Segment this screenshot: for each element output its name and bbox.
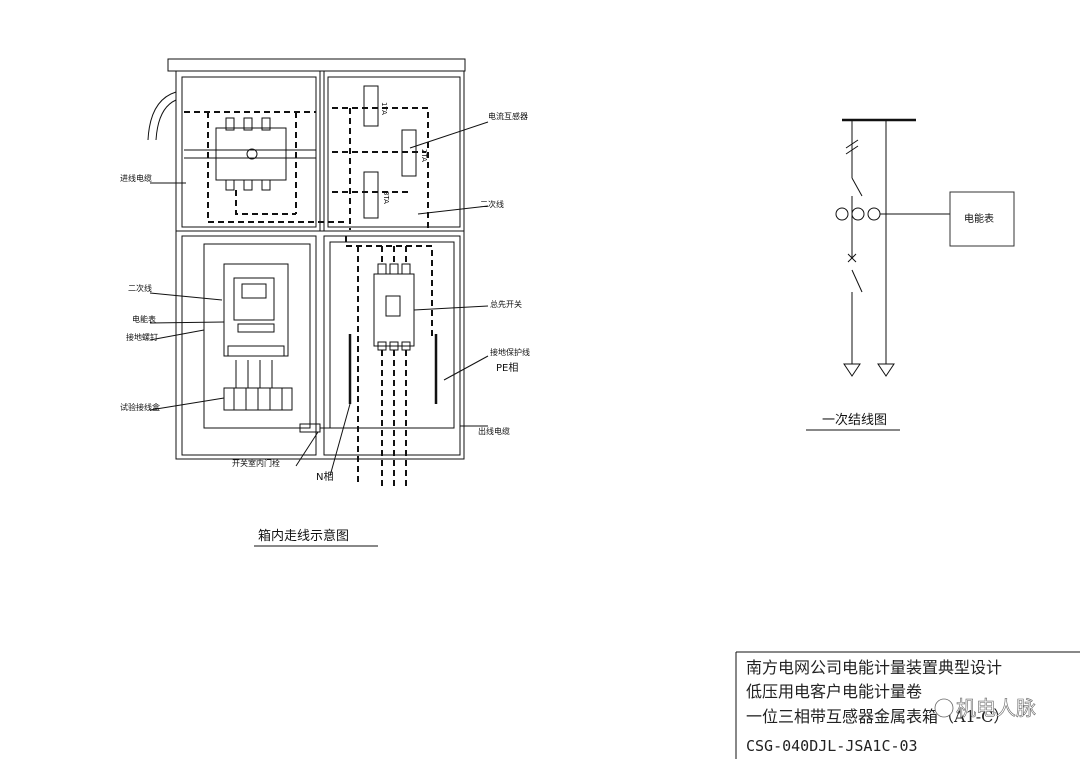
ct-box-1 <box>363 85 379 127</box>
label-secondary-line-left: 二次线 <box>128 283 152 293</box>
meter-panel <box>203 243 311 429</box>
wiring-diagram: 1TA 2TA 3TA <box>120 58 530 547</box>
ct-symbol-2 <box>851 207 865 221</box>
watermark: 机电人脉 <box>934 696 1036 720</box>
watermark-text: 机电人脉 <box>956 696 1036 720</box>
incoming-cable-curve <box>147 91 177 141</box>
energy-meter-box <box>949 191 1015 247</box>
label-energy-meter: 电能表 <box>132 314 156 324</box>
ct-symbol-1 <box>835 207 849 221</box>
main-breaker <box>373 273 415 347</box>
meter-compartment <box>181 235 317 456</box>
energy-meter-box-label: 电能表 <box>964 212 994 225</box>
ground-arrow-2 <box>877 363 895 377</box>
top-left-compartment <box>181 76 317 228</box>
label-n-bar: N相 <box>316 470 333 483</box>
ground-arrow-1 <box>843 363 861 377</box>
label-door-latch: 开关室内门栓 <box>232 458 280 468</box>
enclosure-roof <box>167 58 466 72</box>
label-incoming-cable: 进线电缆 <box>120 173 152 183</box>
label-ground-protection: 接地保护线 <box>490 347 530 357</box>
top-right-compartment <box>327 76 461 228</box>
label-pe-bar: PE相 <box>496 361 518 374</box>
label-secondary-line-top: 二次线 <box>480 199 504 209</box>
energy-meter-display <box>233 277 275 321</box>
title-line-4: CSG-040DJL-JSA1C-03 <box>746 737 918 755</box>
title-line-1: 南方电网公司电能计量装置典型设计 <box>746 658 1002 677</box>
wiring-diagram-caption: 箱内走线示意图 <box>258 528 349 544</box>
ct-symbol-3 <box>867 207 881 221</box>
label-ground-screw: 接地螺钉 <box>126 332 158 342</box>
label-test-terminal-box: 试验接线盒 <box>120 402 160 412</box>
title-line-2: 低压用电客户电能计量卷 <box>746 682 922 701</box>
title-block: 南方电网公司电能计量装置典型设计 低压用电客户电能计量卷 一位三相带互感器金属表… <box>735 651 1080 759</box>
watermark-icon <box>934 698 954 718</box>
label-outgoing-cable: 出线电缆 <box>478 426 510 436</box>
isolator-blade <box>851 177 863 197</box>
label-main-switch: 总先开关 <box>490 299 522 309</box>
ct-box-3 <box>363 171 379 219</box>
ct-label-2: 2TA <box>420 149 428 162</box>
switch-compartment <box>323 235 461 456</box>
isolator-switch <box>215 127 287 181</box>
breaker-blade <box>851 269 863 293</box>
ct-label-3: 3TA <box>382 191 390 204</box>
single-line-diagram: 电能表 一次结线图 <box>806 118 1015 431</box>
single-line-caption: 一次结线图 <box>822 412 887 428</box>
label-current-transformer: 电流互感器 <box>488 111 528 121</box>
